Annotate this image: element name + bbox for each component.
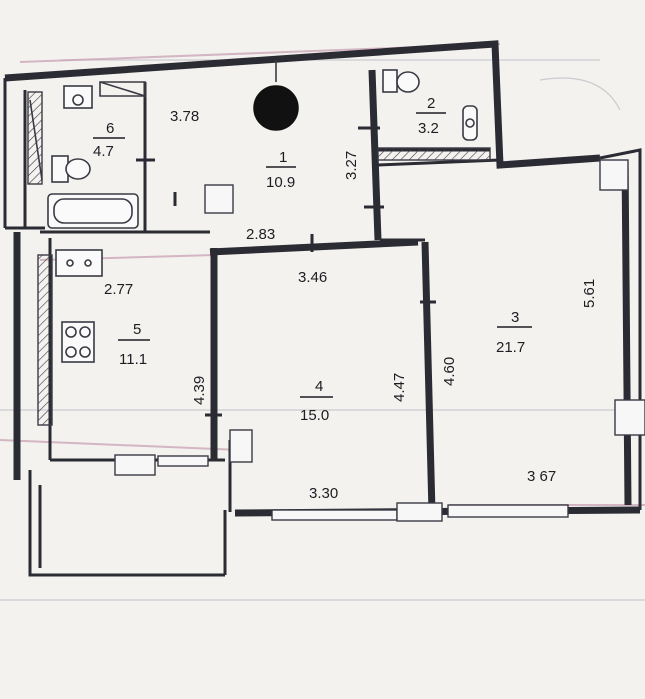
room-5-area: 11.1 bbox=[119, 351, 147, 368]
background-artifacts bbox=[0, 59, 645, 601]
room-4-number: 4 bbox=[315, 378, 323, 395]
kitchen-fixtures bbox=[37, 249, 103, 426]
room-3-number: 3 bbox=[511, 309, 519, 326]
dim-corridor-height: 3.27 bbox=[343, 151, 360, 180]
bathroom-fixtures bbox=[27, 81, 146, 229]
door-marks bbox=[136, 126, 436, 417]
dim-room4-bottom: 3.30 bbox=[309, 485, 338, 502]
dim-room4-right: 4.47 bbox=[391, 373, 408, 402]
room-4-area: 15.0 bbox=[300, 407, 329, 424]
room-2-area: 3.2 bbox=[418, 120, 439, 137]
room-1-number: 1 bbox=[279, 149, 287, 166]
dim-kitchen-top: 2.77 bbox=[104, 281, 133, 298]
dim-corridor-top: 3.78 bbox=[170, 108, 199, 125]
dim-corridor-bottom: 2.83 bbox=[246, 226, 275, 243]
room-6-area: 4.7 bbox=[93, 143, 114, 160]
room-1-area: 10.9 bbox=[266, 174, 295, 191]
dim-room3-bottom: 3 67 bbox=[527, 468, 556, 485]
wc-fixtures bbox=[377, 69, 491, 161]
room-labels: 6 4.7 1 10.9 2 3.2 3 21.7 4 15.0 5 11.1 bbox=[93, 95, 532, 424]
ventilation-shaft bbox=[253, 60, 299, 131]
dim-kitchen-right: 4.39 bbox=[191, 376, 208, 405]
dim-room3-left: 4.60 bbox=[441, 357, 458, 386]
room-2-number: 2 bbox=[427, 95, 435, 112]
dim-room4-top: 3.46 bbox=[298, 269, 327, 286]
room-3-area: 21.7 bbox=[496, 339, 525, 356]
dimension-labels: 3.78 3.27 2.83 3.46 4.47 3.30 4.60 5.61 … bbox=[104, 108, 598, 502]
room-6-number: 6 bbox=[106, 120, 114, 137]
dim-room3-right: 5.61 bbox=[581, 279, 598, 308]
room-5-number: 5 bbox=[133, 321, 141, 338]
windows bbox=[114, 159, 645, 522]
